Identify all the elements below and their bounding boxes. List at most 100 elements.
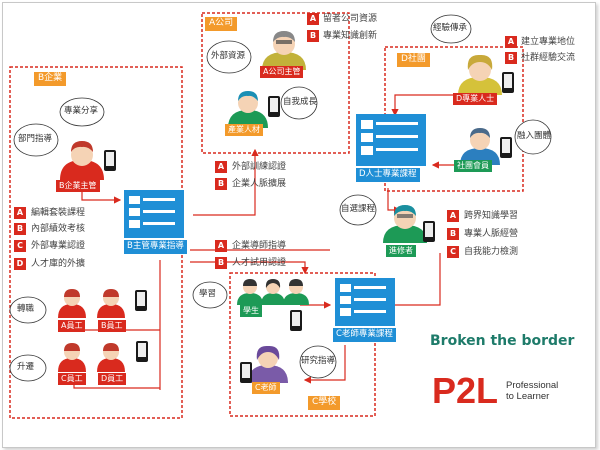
role-label-a-supervisor: A公司主管 [260, 66, 304, 78]
bubble-self-selected: 自選課程 [341, 204, 376, 214]
badge-a: A [447, 210, 459, 222]
bubble-shape-promotion [9, 354, 47, 382]
bubble-experience-inheritance: 經驗傳承 [433, 23, 468, 33]
bubble-professional-sharing: 專業分享 [64, 106, 99, 116]
region-label-a-company: A公司 [205, 17, 238, 31]
bubble-shape-professional-sharing [59, 97, 105, 127]
list-item: 企業導師指導 [232, 241, 287, 251]
tagline: Broken the border [430, 333, 575, 349]
badge-c: C [447, 246, 459, 258]
badge-a: A [215, 240, 227, 252]
person-b-manager [60, 141, 104, 180]
course-label-b: B主管專業指導 [124, 240, 187, 254]
role-label-a-staff: A員工 [58, 320, 86, 332]
person-d-staff [97, 343, 125, 372]
course-board-d [356, 114, 426, 166]
phone-icon-trainee [423, 221, 435, 242]
phone-icon-d-expert [502, 72, 514, 93]
course-board-b [124, 190, 184, 238]
phone-icon-staff-top [135, 290, 147, 311]
list-item: 建立專業地位 [521, 37, 576, 47]
person-a-supervisor [262, 31, 306, 70]
connector-trainee-to-c-course [385, 253, 441, 309]
person-c-staff [58, 343, 86, 372]
phone-icon-staff-bottom [136, 341, 148, 362]
role-label-community-member: 社團會員 [454, 160, 492, 172]
connector-d-expert-to-course [391, 94, 455, 117]
role-label-industry-talent: 產業人材 [225, 124, 263, 136]
bubble-shape-experience-inheritance [430, 14, 472, 44]
person-students-group [237, 279, 309, 305]
list-item: 社群經驗交流 [521, 53, 576, 63]
bubble-shape-learning [192, 281, 228, 309]
list-item: 編輯套裝課程 [31, 208, 86, 218]
region-label-d-community: D社團 [397, 53, 430, 67]
connector-b-course-to-school [190, 261, 309, 275]
bubble-transfer: 轉職 [17, 304, 35, 314]
list-item: 外部專業認證 [31, 241, 86, 251]
list-item: 自我能力檢測 [464, 247, 519, 257]
list-item: 外部訓練認證 [232, 162, 287, 172]
role-label-d-staff: D員工 [98, 373, 127, 385]
badge-b: B [505, 52, 517, 64]
role-label-d-expert: D專業人士 [453, 93, 498, 105]
phone-icon-student [290, 310, 302, 331]
bubble-learning: 學習 [199, 289, 217, 299]
bubble-promotion: 升遷 [17, 362, 35, 372]
phone-icon-b-manager [104, 150, 116, 171]
brand-subtitle-line2: to Learner [506, 390, 550, 402]
bubble-join-community: 融入團體 [517, 131, 552, 141]
badge-a: A [215, 161, 227, 173]
list-item: 跨界知識學習 [464, 211, 519, 221]
region-label-c-school: C學校 [308, 396, 341, 410]
bubble-self-growth: 自我成長 [283, 97, 318, 107]
person-trainee [383, 205, 427, 243]
badge-b: B [215, 178, 227, 190]
role-label-b-staff: B員工 [98, 320, 126, 332]
badge-b: B [447, 228, 459, 240]
badge-c: C [14, 240, 26, 252]
brand-subtitle-line1: Professional [506, 380, 559, 391]
bubble-shape-transfer [9, 296, 47, 324]
course-label-c: C老師專業課程 [333, 328, 396, 342]
role-label-trainee: 進修者 [386, 245, 416, 257]
bubble-shape-self-growth [280, 86, 318, 120]
course-board-c [335, 278, 395, 326]
phone-icon-industry-talent [268, 96, 280, 117]
badge-d: D [14, 258, 26, 270]
brand-subtitle: Professional to Learner [506, 380, 559, 403]
connector-c-course-to-teacher [303, 345, 346, 384]
bubble-shape-external-resources [206, 40, 252, 74]
list-item: 留者公司資源 [323, 14, 378, 24]
bubble-shape-join-community [514, 119, 552, 155]
badge-b: B [14, 223, 26, 235]
bubble-dept-guidance: 部門指導 [18, 134, 53, 144]
bubble-shape-research-guidance [299, 345, 337, 379]
phone-icon-community-member [500, 137, 512, 158]
list-item: 內部績效考核 [31, 224, 86, 234]
list-item: 專業知識創新 [323, 31, 378, 41]
bubble-research-guidance: 研究指導 [301, 356, 336, 366]
badge-a: A [14, 207, 26, 219]
badge-a: A [307, 13, 319, 25]
bubble-shape-dept-guidance [13, 123, 59, 157]
badge-a: A [505, 36, 517, 48]
role-label-c-teacher: C老師 [252, 382, 280, 394]
list-item: 專業人脈經營 [464, 229, 519, 239]
role-label-c-staff: C員工 [58, 373, 86, 385]
course-label-d: D人士專業課程 [356, 168, 420, 182]
person-c-teacher [248, 345, 288, 383]
list-item: 人才庫的外擴 [31, 259, 86, 269]
connector-course-to-industry [193, 148, 259, 216]
person-a-staff [58, 289, 86, 318]
list-item: 人才試用認證 [232, 258, 287, 268]
list-item: 企業人脈擴展 [232, 179, 287, 189]
p2l-logo: P2L [432, 370, 499, 411]
bubble-shape-self-selected [339, 194, 377, 226]
region-border-a-company [201, 12, 350, 154]
role-label-b-manager: B企業主管 [56, 180, 100, 192]
person-b-staff [97, 289, 125, 318]
phone-icon-c-teacher [240, 362, 252, 383]
